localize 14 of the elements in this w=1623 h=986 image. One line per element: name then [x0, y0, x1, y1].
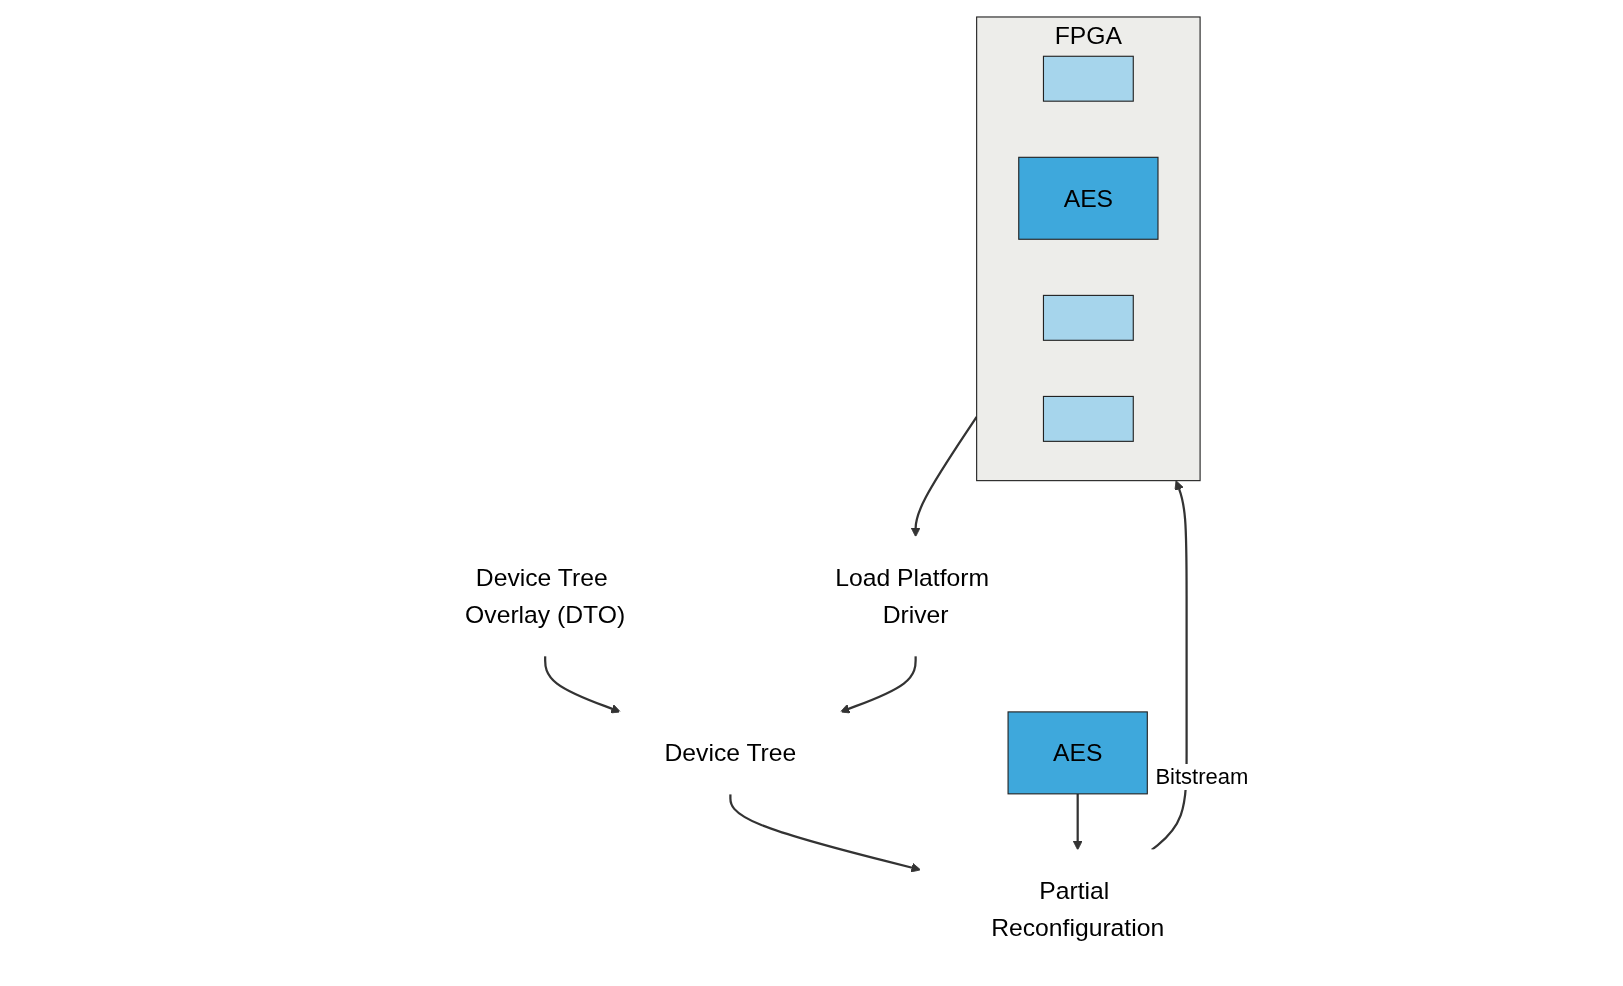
node-text: Device Tree	[664, 738, 797, 767]
arrow	[839, 655, 917, 714]
node-caption: Bitstream	[1155, 763, 1249, 790]
node-box: AES	[1007, 711, 1148, 795]
node-box	[1043, 55, 1134, 102]
arrow	[1072, 793, 1083, 851]
arrow	[544, 655, 621, 714]
node-text: Load Platform Driver	[835, 563, 990, 629]
arrow	[1151, 480, 1188, 851]
node-text: Partial Reconfiguration	[991, 876, 1165, 943]
node-text: Device Tree Overlay (DTO)	[465, 563, 626, 629]
node-box	[1043, 395, 1134, 442]
node-box	[1043, 294, 1134, 341]
node-box: AES	[1018, 156, 1159, 240]
